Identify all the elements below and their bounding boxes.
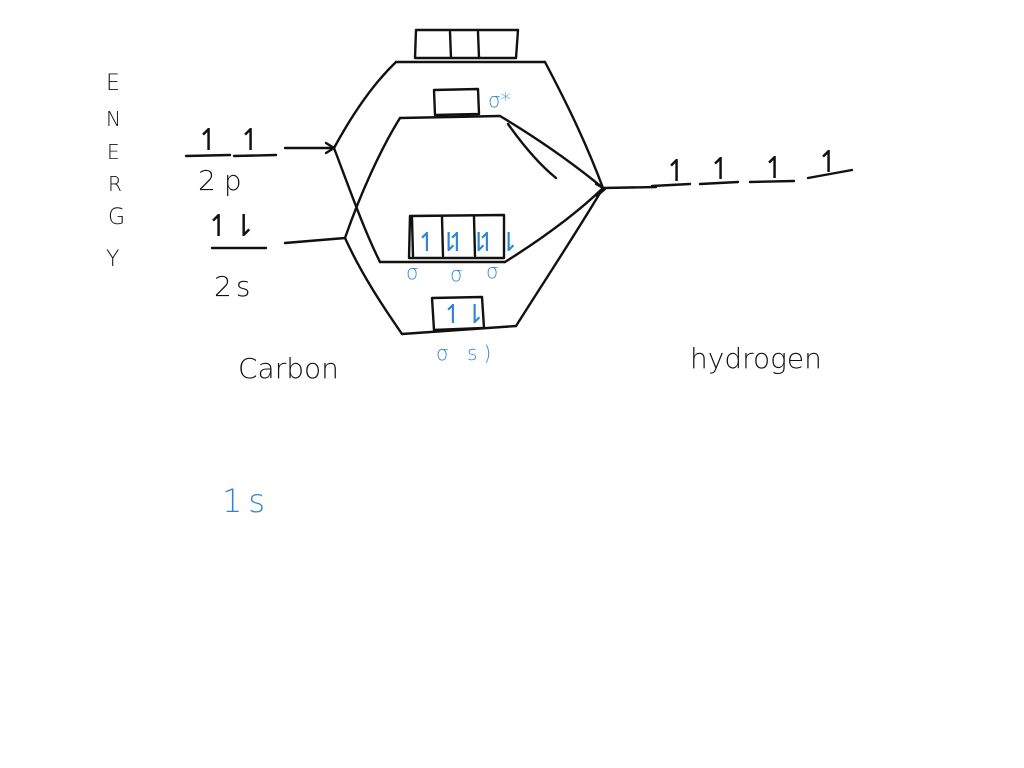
orbital-label-2s: 2s (214, 270, 254, 303)
orbital-line (698, 180, 740, 186)
sigma-label: σ (406, 260, 419, 284)
orbital-box-divider (448, 30, 453, 60)
orbital-line (806, 168, 854, 180)
sigma-star-orbital: σ* (398, 87, 511, 120)
sigma-label: σ (486, 259, 499, 283)
sigma-s-level-line (400, 324, 518, 336)
bonding-sigma-s-orbital: ↿⇂ σ s) (400, 295, 518, 365)
orbital-box-divider (410, 216, 415, 258)
orbital-box-divider (472, 215, 477, 258)
carbon-2s-level: ↿⇂ 2s (206, 209, 268, 303)
electron-pair: ↿⇂ (442, 300, 486, 330)
line-2s-to-sigma-s (343, 236, 404, 336)
electron-up: ↿ (816, 145, 841, 180)
line-extra-stroke (506, 122, 558, 180)
hydrogen-1s-levels: ↿ ↿ ↿ ↿ (601, 145, 854, 190)
note-1s: 1s (222, 482, 271, 520)
electron-up: ↿ (664, 154, 689, 189)
hydrogen-connector (601, 185, 658, 190)
hydrogen-label: hydrogen (690, 342, 822, 375)
line-2s-to-sigma-star (343, 116, 402, 240)
bonding-sigma-p-orbitals: ↿⇂ ↿⇂ ↿⇂ σ σ σ (378, 213, 520, 286)
carbon-label: Carbon (238, 352, 339, 385)
orbital-line (184, 153, 232, 158)
sigma-label: σ (450, 262, 463, 286)
orbital-line (748, 179, 796, 184)
line-sigma-s-to-hydrogen (514, 186, 605, 328)
energy-letter: R (108, 172, 122, 196)
electron-pair: ↿⇂ (446, 228, 490, 258)
energy-letter: G (108, 205, 125, 230)
sigma-s-label: σ s) (436, 341, 497, 365)
electron-pair: ↿⇂ (416, 228, 460, 258)
orbital-line (650, 182, 692, 188)
energy-axis-label: E N E R G Y (106, 71, 125, 272)
line-2p-to-sigma-star-top (332, 60, 398, 150)
orbital-box (432, 87, 481, 117)
electron-up: ↿ (238, 123, 263, 158)
sigma-star-level-line (398, 114, 502, 120)
orbital-line (232, 153, 278, 158)
carbon-2s-connector (283, 236, 347, 245)
orbital-box-divider (476, 30, 481, 60)
antibonding-p-orbitals (394, 28, 547, 64)
electron-up: ↿ (708, 152, 733, 187)
energy-letter: Y (106, 247, 119, 272)
electron-pair: ↿⇂ (206, 209, 256, 244)
line-sigma-star-to-hydrogen (498, 114, 605, 190)
orbital-box (407, 213, 506, 260)
electron-pair: ↿⇂ (476, 228, 520, 258)
orbital-box (413, 28, 520, 60)
orbital-box-divider (440, 215, 445, 258)
energy-letter: N (106, 107, 121, 131)
line-antibonding-to-hydrogen (543, 60, 605, 190)
electron-up: ↿ (196, 123, 221, 158)
electron-up: ↿ (762, 151, 787, 186)
sigma-star-label: σ* (488, 88, 511, 112)
line-sigma-p-to-hydrogen (503, 186, 605, 264)
energy-letter: E (107, 140, 120, 164)
energy-letter: E (106, 71, 120, 96)
orbital-label-2p: 2p (198, 164, 250, 197)
carbon-2p-level: ↿ ↿ 2p (184, 123, 278, 197)
